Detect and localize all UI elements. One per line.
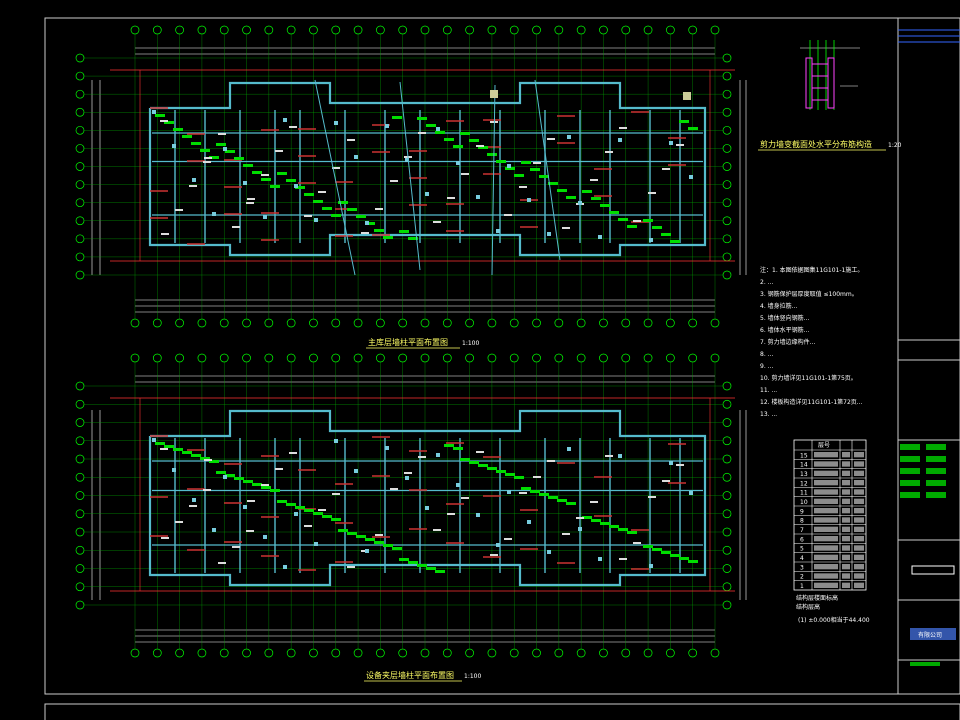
floor-number: 2 <box>800 574 804 581</box>
note-line: 注：1. 本图依据图集11G101-1施工。 <box>760 266 863 274</box>
floor-number: 7 <box>800 527 804 534</box>
note-line: 8. ... <box>760 351 773 358</box>
note-line: 3. 钢筋保护层厚度取值 ≤100mm。 <box>760 290 858 298</box>
floor-number: 12 <box>800 480 808 487</box>
lower-floor-plan <box>75 353 747 658</box>
elevation-note: (1) ±0.000相当于44.400 <box>798 616 870 624</box>
floor-table-footer-sub: 结构层高 <box>796 603 820 611</box>
note-line: 12. 楼板构造详见11G101-1第72页... <box>760 398 863 406</box>
floor-number: 5 <box>800 546 804 553</box>
floor-table-header: 层号 <box>818 442 830 449</box>
floor-number: 4 <box>800 555 804 562</box>
note-line: 10. 剪力墙详见11G101-1第75页。 <box>760 374 857 382</box>
floor-number: 6 <box>800 536 804 543</box>
note-line: 11. ... <box>760 387 777 394</box>
next-sheet-frame <box>44 703 960 720</box>
sheet-frame <box>44 17 960 695</box>
general-notes: 注：1. 本图依据图集11G101-1施工。 2. ... 3. 钢筋保护层厚度取值… <box>760 266 863 418</box>
note-line: 6. 墙体水平钢筋... <box>760 326 809 334</box>
floor-number: 3 <box>800 564 804 571</box>
floor-number: 13 <box>800 471 808 478</box>
floor-elevation-table: 层号 15 14 13 12 11 10 9 8 7 6 5 4 3 2 1 <box>793 439 867 591</box>
title-block: 有限公司 <box>897 17 960 695</box>
note-line: 13. ... <box>760 411 777 418</box>
floor-number: 11 <box>800 490 808 497</box>
floor-number: 14 <box>800 462 808 469</box>
note-line: 5. 墙体竖向钢筋... <box>760 314 809 322</box>
lower-plan-title: 设备夹层墙柱平面布置图 <box>366 670 454 680</box>
upper-plan-title: 主库层墙柱平面布置图 <box>368 337 448 347</box>
floor-number: 8 <box>800 518 804 525</box>
note-line: 7. 剪力墙边缘构件... <box>760 338 815 346</box>
note-line: 2. ... <box>760 279 773 286</box>
upper-floor-plan <box>75 25 747 328</box>
upper-plan-scale: 1:100 <box>462 340 479 347</box>
note-line: 9. ... <box>760 363 773 370</box>
note-line: 4. 墙身拉筋... <box>760 302 797 310</box>
floor-number: 9 <box>800 508 804 515</box>
floor-number: 1 <box>800 583 804 590</box>
floor-number: 10 <box>800 499 808 506</box>
wall-section-detail <box>800 40 860 110</box>
detail-scale: 1:20 <box>888 142 902 149</box>
company-name: 有限公司 <box>918 631 942 639</box>
floor-table-footer: 结构层楼面标高 <box>796 594 838 602</box>
floor-number: 15 <box>800 452 808 459</box>
detail-title: 剪力墙变截面处水平分布筋构造 <box>760 139 872 149</box>
lower-plan-scale: 1:100 <box>464 673 481 680</box>
